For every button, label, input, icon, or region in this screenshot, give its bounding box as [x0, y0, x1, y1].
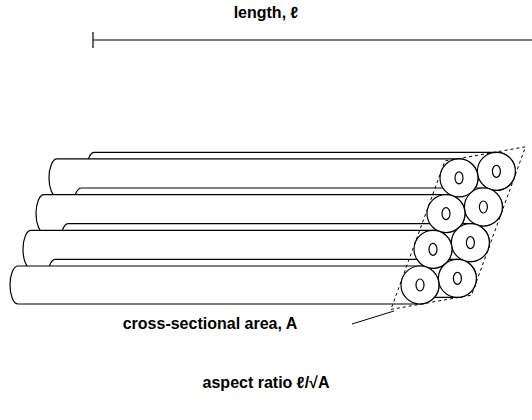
fiber-end: [401, 266, 439, 304]
fiber-body: [10, 266, 439, 304]
fiber-end: [477, 152, 515, 190]
cross-section-outline: [391, 147, 526, 310]
dimension-tick: [92, 32, 93, 48]
fiber-core: [442, 208, 450, 220]
fiber-core: [416, 279, 424, 291]
aspect-ratio-label: aspect ratio ℓ/√A: [203, 374, 330, 392]
length-dimension-line: [93, 39, 532, 40]
fiber-end: [438, 259, 476, 297]
length-label: length, ℓ: [234, 4, 299, 22]
fiber-ends: [401, 152, 515, 304]
fiber-core: [466, 237, 474, 249]
fiber-core: [455, 172, 463, 184]
fiber-end: [451, 224, 489, 262]
fiber-core: [429, 243, 437, 255]
fiber-core: [453, 272, 461, 284]
leader-line: [352, 311, 394, 324]
area-label: cross-sectional area, A: [123, 315, 298, 333]
fiber-core: [492, 165, 500, 177]
fiber-core: [479, 201, 487, 213]
fiber-end: [464, 188, 502, 226]
